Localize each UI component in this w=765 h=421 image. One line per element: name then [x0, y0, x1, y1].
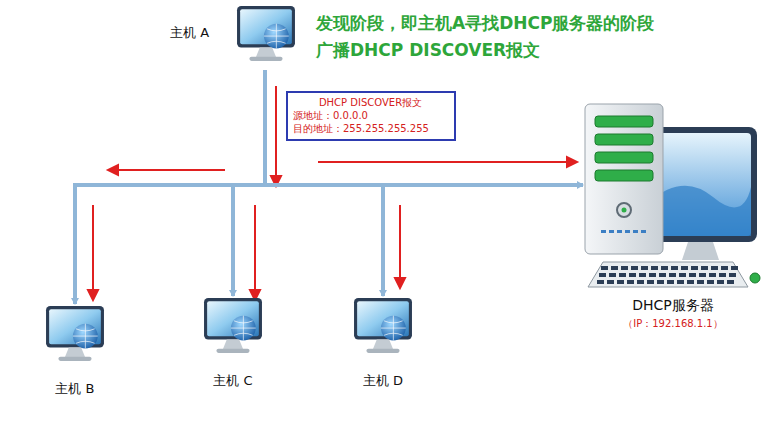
network-cable — [75, 70, 265, 304]
host-icon — [43, 304, 107, 364]
host-label: 主机 D — [348, 372, 418, 390]
server-icon — [583, 102, 763, 292]
host-node: 主机 C — [198, 296, 268, 390]
host-label: 主机 B — [40, 380, 110, 398]
host-label: 主机 C — [198, 372, 268, 390]
icon-wrap — [583, 102, 763, 294]
heading-text: 发现阶段，即主机A寻找DHCP服务器的阶段 — [316, 12, 654, 35]
server-node: DHCP服务器 （IP：192.168.1.1） — [583, 102, 763, 331]
host-node: 主机 B — [40, 304, 110, 398]
network-cable — [265, 70, 583, 185]
host-node: 主机 D — [348, 296, 418, 390]
message-field: 源地址：0.0.0.0 — [293, 109, 448, 122]
icon-wrap — [234, 4, 298, 68]
server-ip: （IP：192.168.1.1） — [583, 317, 763, 331]
broadcast-arrows — [88, 86, 577, 300]
message-box: DHCP DISCOVER报文源地址：0.0.0.0目的地址：255.255.2… — [286, 91, 456, 141]
host-icon — [201, 296, 265, 356]
server-label: DHCP服务器 — [583, 297, 763, 315]
host-icon — [351, 296, 415, 356]
icon-wrap — [198, 296, 268, 358]
host-node: 主机 A — [170, 4, 300, 70]
network-cable — [233, 70, 265, 296]
icon-wrap — [348, 296, 418, 358]
host-label: 主机 A — [170, 24, 209, 42]
subheading-text: 广播DHCP DISCOVER报文 — [316, 39, 540, 62]
host-icon — [234, 4, 298, 64]
icon-wrap — [40, 304, 110, 366]
message-field: 目的地址：255.255.255.255 — [293, 122, 448, 135]
message-title: DHCP DISCOVER报文 — [293, 96, 448, 109]
